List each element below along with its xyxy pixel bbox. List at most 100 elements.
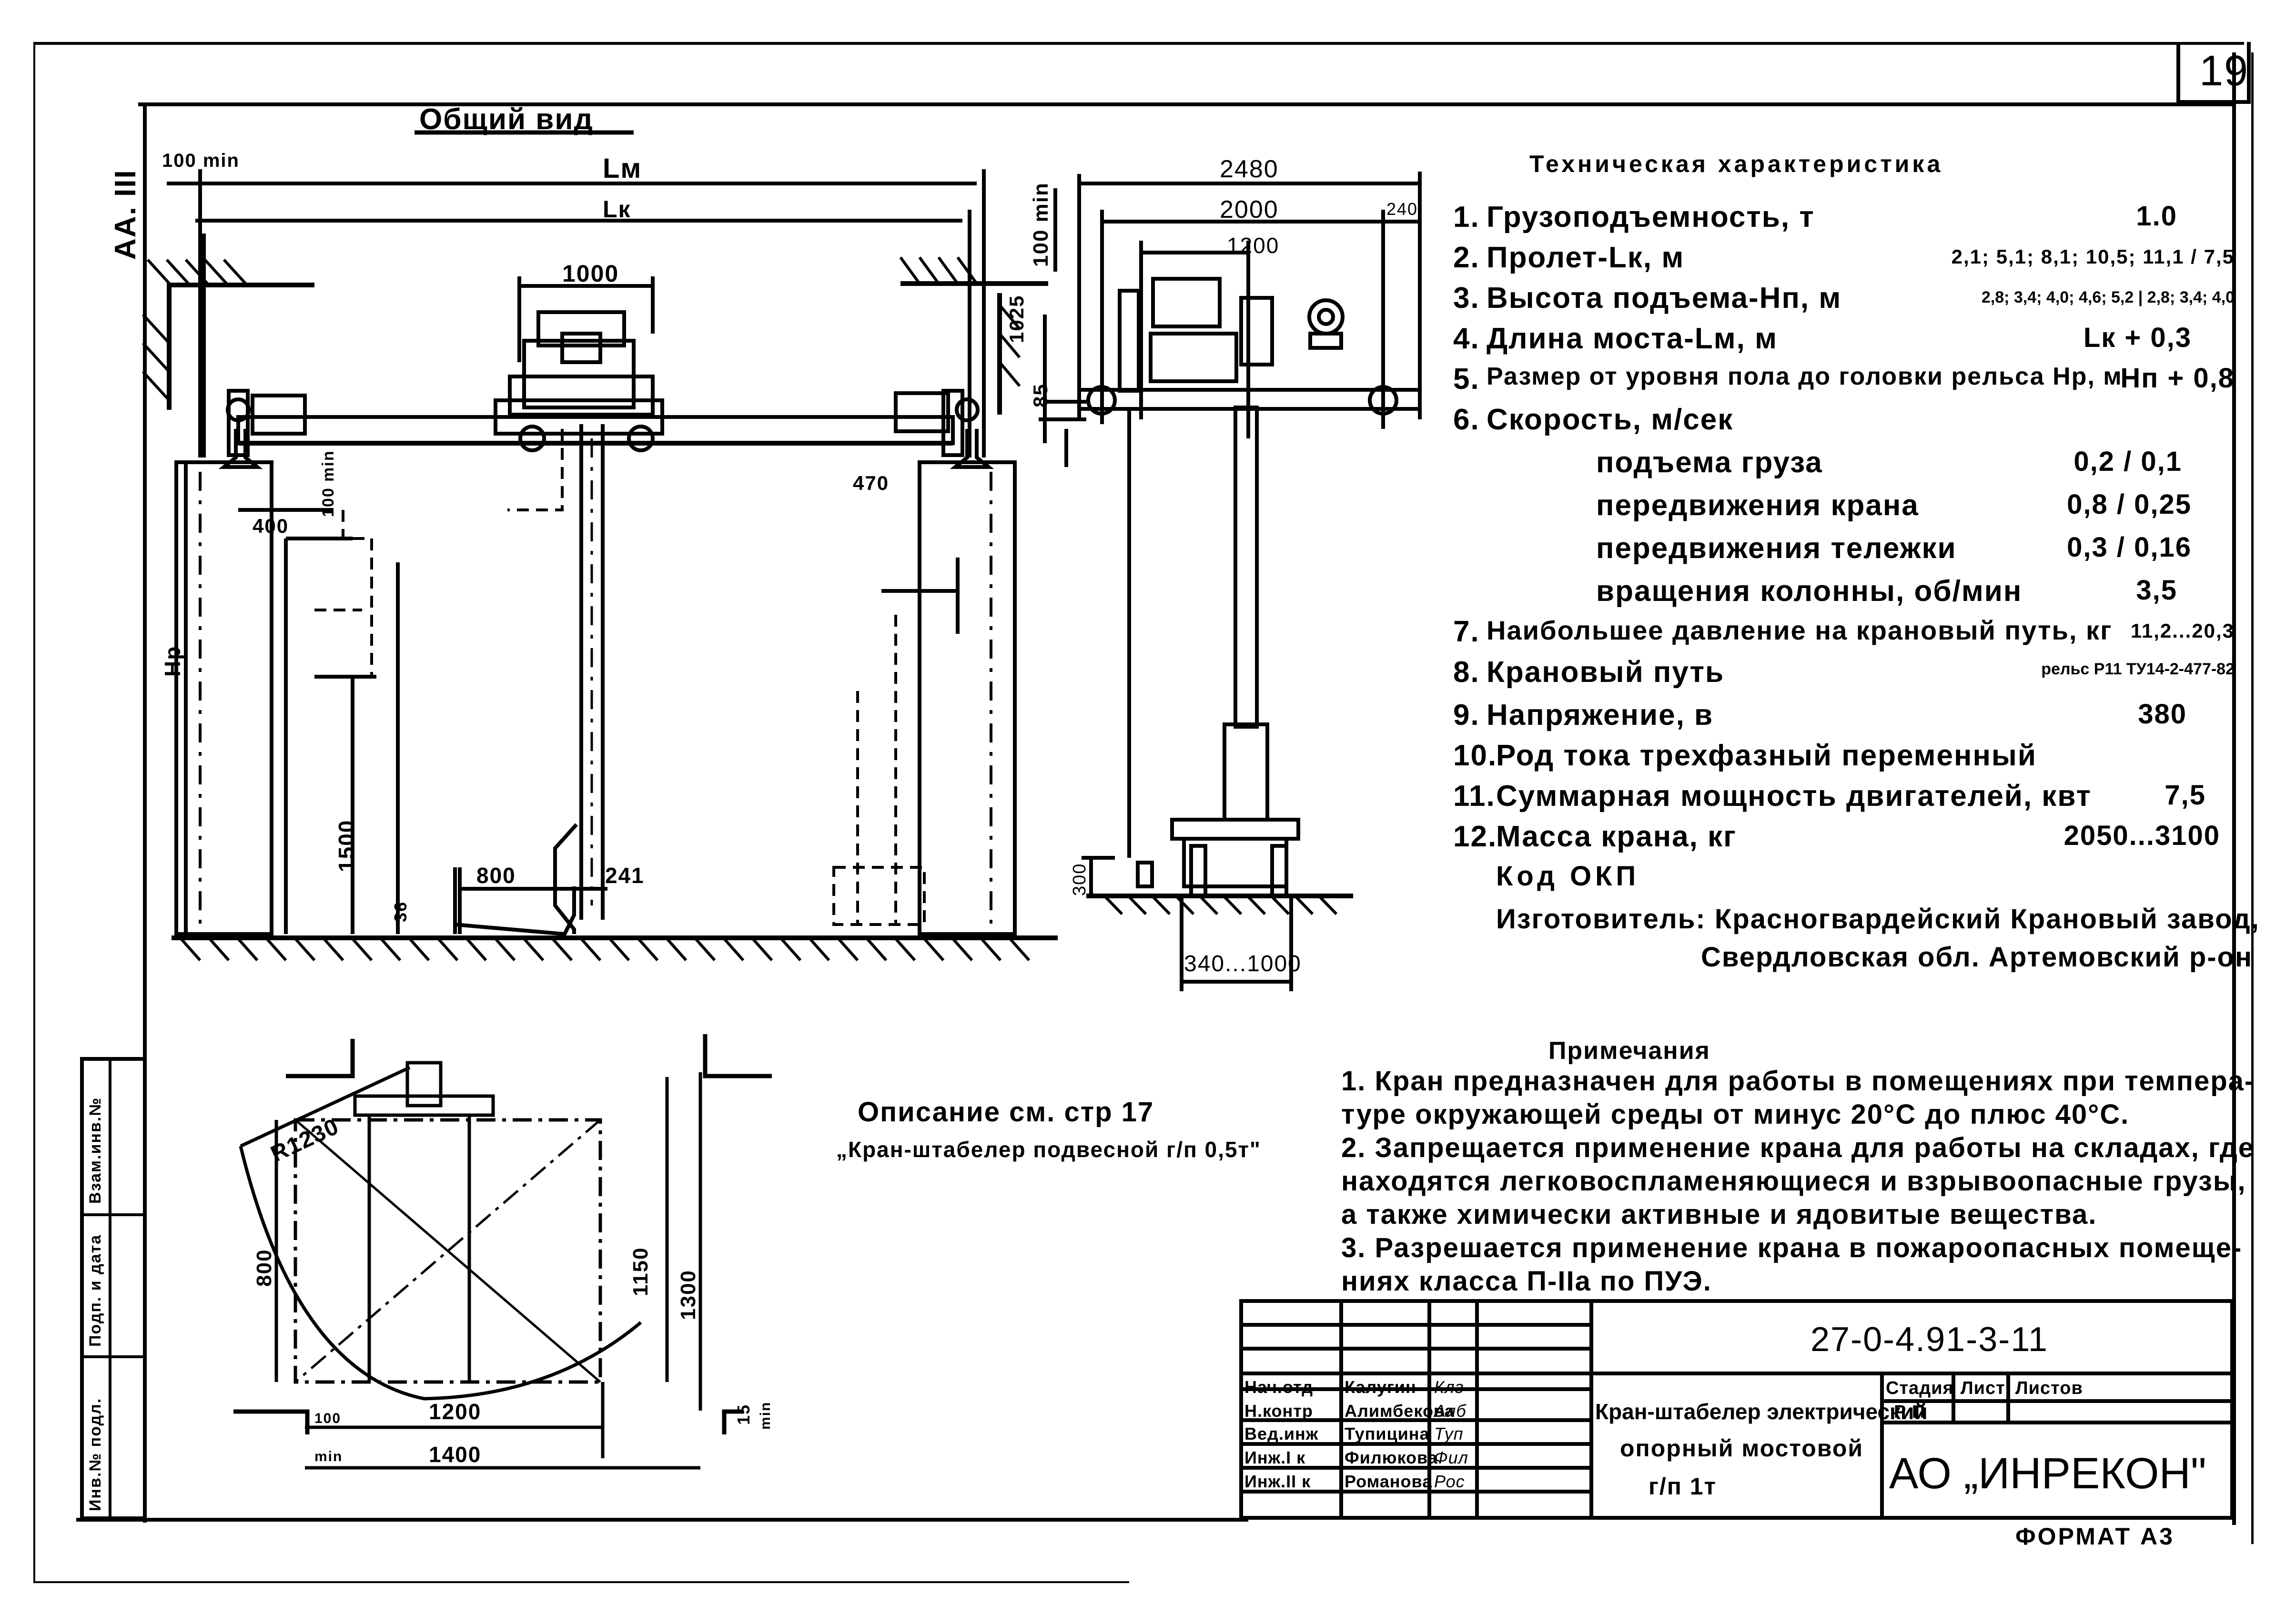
note-line: туре окружающей среды от минус 20°С до п…: [1341, 1099, 2130, 1130]
description-line-1: Описание см. стр 17: [858, 1097, 1154, 1128]
dim-800: 800: [476, 863, 516, 888]
column-right: [918, 460, 1017, 936]
dim-340-1000: 340...1000: [1184, 951, 1302, 976]
frame-outer-left: [33, 42, 35, 1581]
dim-left-clearance: 100 min: [162, 150, 240, 171]
specs-title: Техническая характеристика: [1529, 151, 1943, 177]
dim-plan-1200: 1200: [429, 1399, 482, 1424]
note-line: находятся легковоспламеняющиеся и взрыво…: [1341, 1166, 2246, 1197]
manufacturer-line-2: Свердловская обл. Артемовский р-он: [1701, 942, 2253, 973]
title-block-grid: [1239, 1299, 2234, 1520]
notes-title: Примечания: [1548, 1037, 1711, 1065]
signature-name: Алимбекова: [1345, 1401, 1455, 1421]
doc-code: 27-0-4.91-3-11: [1811, 1321, 2048, 1359]
dim-lk: Lк: [603, 196, 631, 223]
sheet-header: Лист: [1961, 1378, 2005, 1398]
plan-view: [233, 1034, 772, 1470]
page-number: 19: [2199, 47, 2249, 95]
signature-name: Романова: [1345, 1472, 1433, 1491]
signature-role: Вед.инж: [1244, 1424, 1319, 1443]
dim-plan-1150: 1150: [629, 1247, 652, 1296]
dim-beam-100: 100 min: [319, 450, 337, 517]
okp-code-label: Код ОКП: [1496, 861, 1640, 892]
side-column: [1234, 406, 1259, 729]
trolley-body: [522, 339, 636, 409]
front-view-title: Общий вид: [419, 103, 594, 136]
dim-plan-15-min: min: [758, 1401, 773, 1430]
swing-arc: [239, 1146, 642, 1401]
dim-plan-side-min: min: [314, 1449, 343, 1464]
company-name: АО „ИНРЕКОН": [1889, 1449, 2206, 1498]
signature-sign: Клг: [1434, 1377, 1464, 1397]
dim-400: 400: [253, 515, 289, 537]
spec-row: 5.Размер от уровня пола до головки рельс…: [1453, 363, 2235, 396]
dim-plan-800: 800: [253, 1249, 276, 1287]
spec-row: 6.Скорость, м/сек: [1453, 403, 1734, 436]
side-stamp: Взам.инв.№ Подп. и дата Инв.№ подл.: [80, 1057, 147, 1520]
signature-role: Инж.I к: [1244, 1448, 1306, 1467]
frame-outer-bottom: [33, 1581, 1129, 1583]
product-title-line-3: г/п 1т: [1649, 1473, 1717, 1500]
dim-36: 36: [391, 901, 410, 922]
signature-role: Инж.II к: [1244, 1472, 1311, 1491]
frame-top: [138, 102, 2235, 106]
signature-sign: Туп: [1434, 1424, 1464, 1443]
dim-2480: 2480: [1220, 155, 1279, 183]
dim-right-clearance: 100 min: [1029, 182, 1052, 267]
dim-300: 300: [1070, 863, 1090, 896]
note-line: 1. Кран предназначен для работы в помеще…: [1341, 1066, 2255, 1097]
side-view: [1077, 172, 1422, 991]
dim-470: 470: [853, 472, 890, 494]
bridge-girder: [236, 415, 955, 445]
dim-hp: Hp: [160, 645, 185, 677]
spec-row: 10.Род тока трехфазный переменный: [1453, 739, 2037, 772]
signature-role: Нач.отд: [1244, 1377, 1314, 1397]
product-title-line-1: Кран-штабелер электрический: [1595, 1399, 1928, 1424]
frame-right: [2232, 52, 2236, 1525]
dim-1200: 1200: [1227, 233, 1280, 258]
signature-sign: Алб: [1434, 1401, 1467, 1421]
dim-1500: 1500: [334, 819, 359, 872]
dim-plan-15: 15: [734, 1403, 753, 1425]
dim-trolley-1000: 1000: [562, 260, 619, 287]
frame-right-outer: [2251, 52, 2254, 1544]
dim-2000: 2000: [1220, 196, 1279, 224]
note-line: 2. Запрещается применение крана для рабо…: [1341, 1132, 2255, 1163]
note-line: 3. Разрешается применение крана в пожаро…: [1341, 1232, 2243, 1263]
format-label: ФОРМАТ А3: [2015, 1523, 2175, 1550]
dim-1025: 1025: [1005, 295, 1028, 343]
sheets-header: Листов: [2015, 1378, 2083, 1398]
stage-header: Стадия: [1886, 1378, 1954, 1398]
dim-240: 240: [1386, 199, 1418, 219]
column-left: [174, 460, 273, 936]
floor-hatching: [180, 938, 1031, 961]
dim-lm: Lм: [603, 153, 642, 184]
frame-bottom: [76, 1518, 1248, 1522]
signature-name: Калугин: [1345, 1377, 1416, 1397]
note-line: ниях класса П-IIа по ПУЭ.: [1341, 1266, 1712, 1297]
spec-row: 7.Наибольшее давление на крановый путь, …: [1453, 615, 2235, 648]
signature-sign: Рос: [1434, 1472, 1465, 1491]
pendant-control: [1136, 861, 1154, 888]
dim-plan-1300: 1300: [677, 1270, 700, 1320]
signature-name: Филюкова: [1345, 1448, 1438, 1467]
dim-241: 241: [605, 863, 645, 888]
front-view: [142, 130, 1086, 961]
frame-left: [143, 102, 147, 1523]
description-line-2: „Кран-штабелер подвесной г/п 0,5т": [836, 1137, 1261, 1162]
note-line: а также химически активные и ядовитые ве…: [1341, 1199, 2097, 1230]
dim-85: 85: [1029, 383, 1052, 407]
signature-name: Тупицина: [1345, 1424, 1430, 1443]
